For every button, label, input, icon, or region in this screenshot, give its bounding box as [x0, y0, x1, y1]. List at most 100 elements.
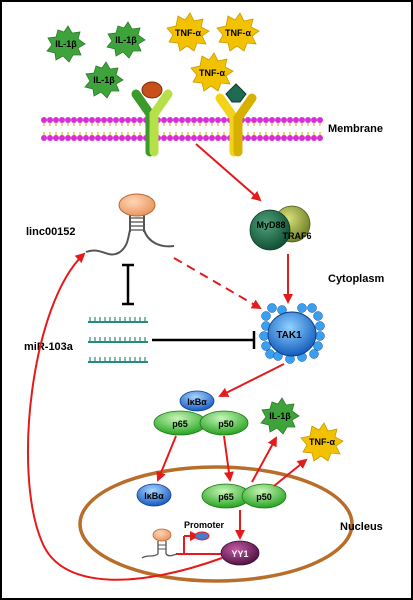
arrow-to-il1b-out: [251, 436, 277, 483]
tnfa-out-label: TNF-α: [309, 437, 335, 447]
il1b-label-2: IL-1β: [115, 35, 137, 45]
lipid-head: [161, 117, 167, 123]
il1b-ligand-3: IL-1β: [84, 61, 124, 99]
lipid-head: [59, 117, 65, 123]
lipid-head: [275, 117, 281, 123]
lipid-head: [311, 135, 317, 141]
lipid-head: [53, 135, 59, 141]
p65-nuc-label: p65: [218, 492, 234, 502]
nfkb-nuclear: p65 p50: [201, 483, 287, 509]
tnfa-ligand-1: TNF-α: [166, 12, 210, 52]
tnfa-bound-ligand: [225, 83, 247, 103]
lipid-head: [77, 135, 83, 141]
lipid-head: [47, 117, 53, 123]
inhibition-linc-mir: [122, 263, 134, 306]
lipid-head: [95, 117, 101, 123]
lipid-head: [281, 135, 287, 141]
il1-receptor: [131, 81, 173, 157]
tnfa-label-1: TNF-α: [175, 28, 201, 38]
lipid-head: [317, 117, 323, 123]
lipid-head: [263, 135, 269, 141]
lipid-head: [287, 117, 293, 123]
lipid-head: [263, 117, 269, 123]
lipid-head: [245, 135, 251, 141]
lipid-head: [221, 117, 227, 123]
tak1-subunit: [261, 311, 271, 321]
lipid-head: [275, 135, 281, 141]
tak1-protein: TAK1: [259, 303, 325, 364]
linc00152-rna: [85, 193, 175, 256]
yy1-label: YY1: [231, 549, 248, 559]
tak1-subunit: [297, 303, 307, 313]
lipid-head: [179, 117, 185, 123]
ikba-nuc-label: IκBα: [144, 491, 164, 501]
cytoplasm-label: Cytoplasm: [328, 273, 384, 285]
lipid-head: [107, 135, 113, 141]
myd88-label: MyD88: [256, 220, 285, 230]
lipid-head: [113, 135, 119, 141]
lipid-head: [203, 117, 209, 123]
tnfa-ligand-2: TNF-α: [216, 12, 260, 52]
tak1-subunit: [315, 321, 325, 331]
mir103a-label: miR-103a: [24, 341, 74, 353]
lipid-head: [83, 117, 89, 123]
lipid-head: [41, 135, 47, 141]
tak1-subunit: [313, 341, 323, 351]
lipid-head: [125, 117, 131, 123]
lipid-head: [215, 117, 221, 123]
tak1-subunit: [267, 303, 277, 313]
lipid-head: [137, 117, 143, 123]
inhibition-mir-tak1: [152, 331, 256, 349]
tnfa-label-3: TNF-α: [199, 68, 225, 78]
lipid-head: [71, 117, 77, 123]
lipid-head: [185, 135, 191, 141]
lipid-head: [71, 135, 77, 141]
lipid-head: [299, 117, 305, 123]
lipid-head: [137, 135, 143, 141]
lipid-head: [299, 135, 305, 141]
linc00152-label: linc00152: [26, 226, 76, 238]
lipid-head: [269, 117, 275, 123]
tnf-receptor: [215, 83, 257, 157]
lipid-head: [83, 135, 89, 141]
lipid-head: [293, 117, 299, 123]
lipid-head: [293, 135, 299, 141]
traf6-label: TRAF6: [283, 231, 312, 241]
arrow-to-tnfa-out: [273, 458, 308, 487]
lipid-head: [119, 135, 125, 141]
lipid-head: [305, 117, 311, 123]
yy1-protein: YY1: [220, 540, 260, 566]
lipid-head: [59, 135, 65, 141]
lipid-head: [209, 135, 215, 141]
arrow-yy1-feedback-to-linc: [27, 252, 223, 581]
nucleus-label: Nucleus: [340, 521, 383, 533]
tak1-subunit: [315, 331, 325, 341]
il1b-ligand-1: IL-1β: [46, 25, 86, 63]
lipid-head: [113, 117, 119, 123]
lipid-head: [221, 135, 227, 141]
lipid-head: [197, 117, 203, 123]
tnfa-output: TNF-α: [300, 422, 344, 462]
tnfa-label-2: TNF-α: [225, 28, 251, 38]
lipid-head: [197, 135, 203, 141]
lipid-head: [65, 135, 71, 141]
lipid-head: [167, 135, 173, 141]
il1b-ligand-2: IL-1β: [106, 21, 146, 59]
ikba-label: IκBα: [187, 397, 207, 407]
tak1-subunit: [265, 349, 275, 359]
promoter-label: Promoter: [184, 520, 225, 530]
cell-membrane: [41, 117, 323, 141]
linc00152-gene-transcript: [141, 528, 179, 559]
lipid-head: [173, 117, 179, 123]
lipid-head: [167, 117, 173, 123]
lipid-head: [257, 117, 263, 123]
tak1-subunit: [309, 349, 319, 359]
lipid-head: [101, 117, 107, 123]
p65-label: p65: [172, 419, 188, 429]
lipid-head: [209, 117, 215, 123]
lipid-head: [311, 117, 317, 123]
lipid-head: [131, 135, 137, 141]
tak1-subunit: [307, 303, 317, 313]
il1b-bound-ligand: [141, 81, 163, 99]
